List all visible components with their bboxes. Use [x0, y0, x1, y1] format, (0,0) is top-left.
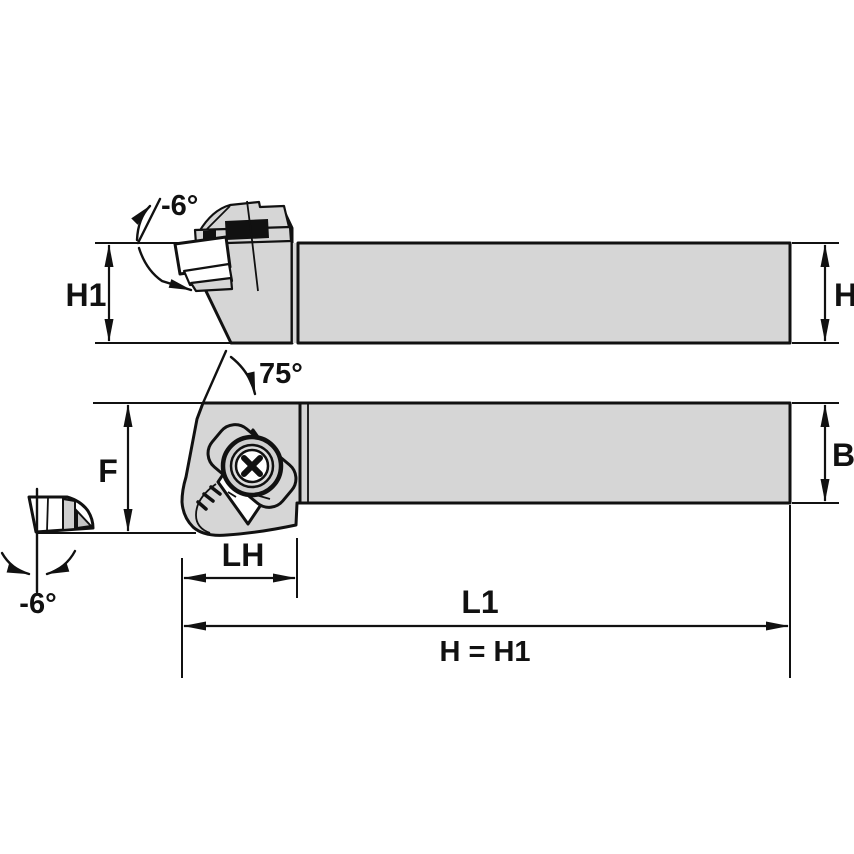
angle-label-lead: 75° [259, 358, 303, 390]
seat-shim [189, 276, 234, 293]
insert-profile-wedge [76, 508, 94, 530]
lead-angle-arrow [229, 355, 257, 396]
detail-arrow-right [45, 549, 77, 576]
screw-centerline [246, 200, 259, 292]
screw-cross-icon [241, 455, 263, 477]
dim-label-l1: L1 [461, 584, 498, 620]
insert-profile-band [62, 497, 76, 532]
shank-side [296, 241, 792, 345]
dim-label-h1: H1 [66, 277, 107, 313]
nose-ticks [196, 485, 222, 511]
rake-arrow-lower [137, 246, 193, 292]
bottom-view [37, 401, 839, 678]
insert-profile-edge [46, 497, 49, 532]
detail-arrow-left [0, 551, 31, 576]
clamp-screw-boss [220, 434, 284, 498]
dim-label-lh: LH [222, 537, 265, 573]
angle-label-rake-detail: -6° [19, 588, 56, 620]
nose-edge [195, 483, 217, 534]
angle-label-rake-top: -6° [161, 190, 198, 222]
clamp-screw-head [225, 219, 269, 240]
dim-label-h: H [834, 277, 854, 313]
dim-label-b: B [832, 437, 854, 473]
shank-plan [298, 401, 792, 505]
labels: H1 H -6° 75° F B LH L1 H = H1 -6° [19, 190, 854, 668]
insert-rake-detail [0, 487, 95, 594]
dim-label-f: F [98, 453, 118, 489]
rake-arrow-upper [131, 204, 152, 242]
top-view [95, 197, 839, 405]
neck [292, 243, 300, 343]
clamp-edge [206, 205, 231, 230]
equality-note: H = H1 [439, 636, 530, 668]
clamp-finger-edge [227, 491, 237, 498]
lead-angle-line [201, 349, 228, 405]
